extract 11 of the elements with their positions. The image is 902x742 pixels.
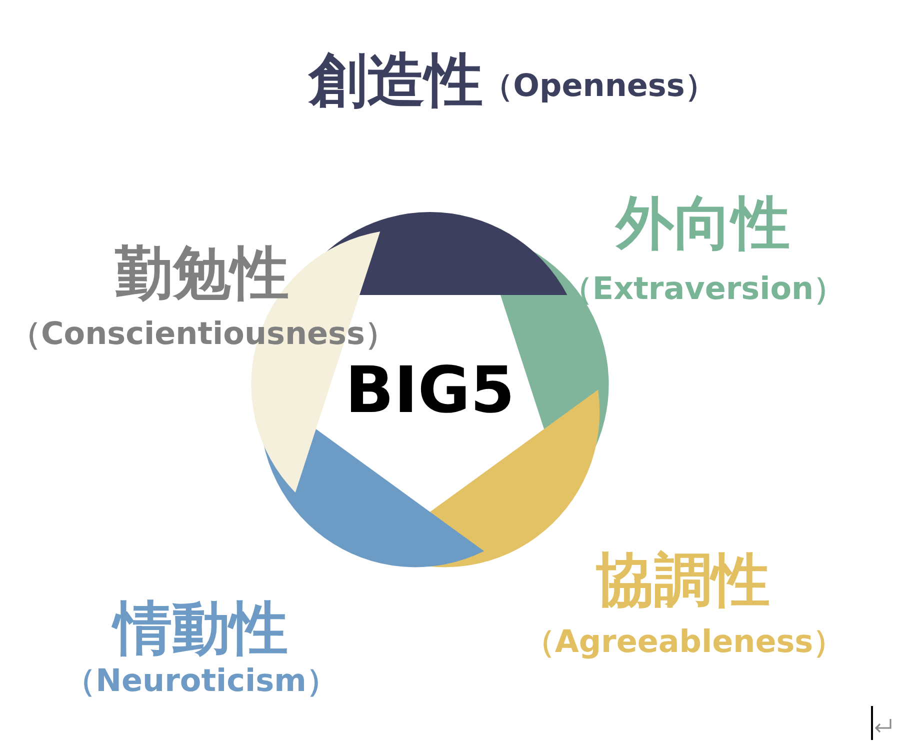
trait-name: 協調性 [596,552,770,610]
trait-subtitle: （Conscientiousness） [10,319,396,350]
trait-subtitle: （Agreeableness） [524,627,844,658]
trait-name: 勤勉性 [115,245,289,303]
center-title: BIG5 [345,359,515,423]
trait-subtitle: （Openness） [482,71,716,102]
trait-name: 創造性 [309,52,483,110]
trait-name: 情動性 [114,600,288,658]
trait-subtitle: （Neuroticism） [64,666,338,697]
trait-name: 外向性 [616,195,790,253]
trait-subtitle: （Extraversion） [561,274,845,305]
